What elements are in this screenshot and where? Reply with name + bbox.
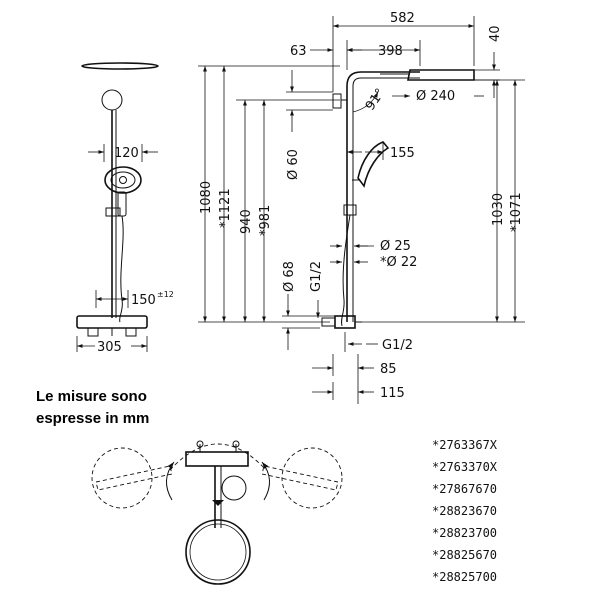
dim-arm-offset: 63 xyxy=(290,44,307,59)
dim-mixer-width: 305 xyxy=(97,340,122,355)
part-code: *28825700 xyxy=(432,570,497,584)
swivel-circle-right xyxy=(281,447,343,509)
arm-holder-circle xyxy=(101,89,123,111)
dim-pipe-diameter: Ø 60 xyxy=(286,149,301,180)
note-line-2: espresse in mm xyxy=(36,410,149,427)
hand-shower-front xyxy=(104,166,142,217)
top-view xyxy=(91,440,343,585)
hose-front xyxy=(119,215,124,323)
dim-thread-top: G1/2 xyxy=(309,261,324,292)
part-code: *2763367X xyxy=(432,438,498,452)
riser-side xyxy=(346,71,420,322)
hand-shower-side xyxy=(343,141,390,216)
dim-940: 940 xyxy=(239,209,254,234)
dim-d68: Ø 68 xyxy=(282,261,297,292)
dim-head-width: 120 xyxy=(114,146,139,161)
note-line-1: Le misure sono xyxy=(36,388,147,405)
swivel-circle-left xyxy=(91,447,153,509)
side-view: 582 63 398 40 91° Ø 240 Ø 60 155 xyxy=(282,11,503,404)
part-code-list: *2763367X *2763370X *27867670 *28823670 … xyxy=(432,438,498,584)
front-view: 120 150 ±12 305 xyxy=(76,62,174,355)
height-dimensions-right: 1030 *1071 xyxy=(360,79,525,323)
wall-bracket xyxy=(332,93,342,109)
thermostat-side xyxy=(334,315,356,329)
dim-arm-length: 398 xyxy=(378,44,403,59)
dim-head-diameter: Ø 240 xyxy=(416,89,455,104)
part-code: *28823700 xyxy=(432,526,497,540)
dim-angle: 91° xyxy=(363,86,389,113)
hose-side xyxy=(341,214,351,327)
dim-mixer-projection: 150 xyxy=(131,293,156,308)
dim-1080: 1080 xyxy=(199,181,214,214)
dim-overall-width: 582 xyxy=(390,11,415,26)
part-code: *28823670 xyxy=(432,504,497,518)
dim-1071: *1071 xyxy=(509,192,524,232)
dim-85: 85 xyxy=(380,362,397,377)
height-dimensions-left: 1080 *1121 940 *981 xyxy=(198,65,340,323)
dim-1121: *1121 xyxy=(218,188,233,228)
dim-981: *981 xyxy=(258,205,273,236)
overhead-shower-top xyxy=(185,519,251,585)
dim-thread-bottom: G1/2 xyxy=(382,338,413,353)
dim-d22: *Ø 22 xyxy=(380,255,417,270)
part-code: *27867670 xyxy=(432,482,497,496)
overhead-shower-front xyxy=(81,62,159,70)
dim-head-thickness: 40 xyxy=(488,25,503,42)
dim-115: 115 xyxy=(380,386,405,401)
dim-hand-shower: 155 xyxy=(390,146,415,161)
part-code: *28825670 xyxy=(432,548,497,562)
part-code: *2763370X xyxy=(432,460,498,474)
thermostat-top xyxy=(185,451,249,467)
dim-1030: 1030 xyxy=(491,193,506,226)
dim-d25: Ø 25 xyxy=(380,239,411,254)
dim-mixer-tolerance: ±12 xyxy=(157,290,174,299)
